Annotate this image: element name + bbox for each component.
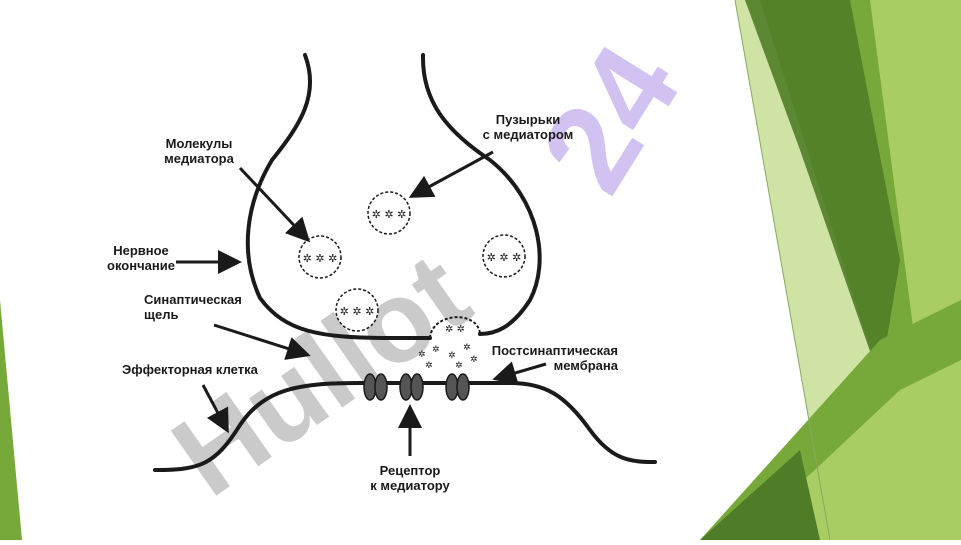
svg-text:✲ ✲ ✲: ✲ ✲ ✲ bbox=[487, 251, 522, 264]
label-mediator-molecules: Молекулы медиатора bbox=[164, 136, 234, 166]
vesicle: ✲ ✲ ✲ bbox=[367, 191, 411, 235]
green-left-sliver bbox=[0, 300, 22, 540]
vesicle: ✲ ✲ bbox=[445, 324, 465, 335]
arrow-effector-cell bbox=[201, 384, 229, 434]
arrow-vesicles bbox=[408, 150, 494, 198]
green-panel-light bbox=[870, 0, 961, 380]
arrow-mediator-molecules bbox=[238, 166, 311, 243]
receptor bbox=[445, 373, 470, 401]
effector-cell-outline bbox=[153, 381, 657, 472]
svg-text:✲: ✲ bbox=[470, 355, 478, 365]
arrows bbox=[176, 150, 547, 456]
label-effector-cell: Эффекторная клетка bbox=[122, 362, 258, 377]
svg-text:✲: ✲ bbox=[425, 361, 433, 371]
svg-text:✲: ✲ bbox=[418, 350, 426, 360]
receptor bbox=[363, 373, 388, 401]
fusing-vesicle bbox=[429, 316, 481, 339]
label-receptor: Рецептор к медиатору bbox=[370, 463, 450, 493]
svg-text:✲ ✲: ✲ ✲ bbox=[445, 324, 465, 335]
receptor bbox=[399, 373, 424, 401]
svg-text:✲: ✲ bbox=[463, 343, 471, 353]
vesicle: ✲ ✲ ✲ bbox=[482, 234, 526, 278]
nerve-terminal-outline-right bbox=[420, 53, 542, 336]
arrow-synaptic-cleft bbox=[213, 323, 311, 360]
label-postsynaptic-membrane: Постсинаптическая мембрана bbox=[491, 343, 618, 373]
svg-text:✲ ✲ ✲: ✲ ✲ ✲ bbox=[303, 252, 338, 265]
vesicle: ✲ ✲ ✲ bbox=[298, 235, 342, 279]
green-panel-dark bbox=[745, 0, 900, 380]
receptors bbox=[363, 373, 470, 401]
label-vesicles: Пузырьки с медиатором bbox=[482, 112, 574, 142]
vesicle: ✲ ✲ ✲ bbox=[335, 288, 379, 332]
svg-text:✲: ✲ bbox=[432, 345, 440, 355]
svg-text:✲ ✲ ✲: ✲ ✲ ✲ bbox=[372, 208, 407, 221]
synaptic-vesicles: ✲ ✲ ✲ ✲ ✲ ✲ ✲ ✲ ✲ ✲ ✲ ✲ ✲ ✲ bbox=[298, 191, 526, 335]
released-mediator: ✲ ✲ ✲ ✲ ✲ ✲ ✲ bbox=[418, 343, 478, 371]
svg-text:✲: ✲ bbox=[448, 351, 456, 361]
green-thin-line bbox=[734, 0, 831, 541]
arrow-postsynaptic-membrane bbox=[492, 361, 547, 385]
label-synaptic-cleft: Синаптическая щель bbox=[144, 292, 242, 322]
svg-text:✲: ✲ bbox=[455, 361, 463, 371]
green-panel-bottom-dark bbox=[700, 450, 820, 540]
label-nerve-ending: Нервное окончание bbox=[107, 243, 175, 273]
nerve-terminal-outline bbox=[245, 53, 432, 340]
svg-text:✲ ✲ ✲: ✲ ✲ ✲ bbox=[340, 305, 375, 318]
